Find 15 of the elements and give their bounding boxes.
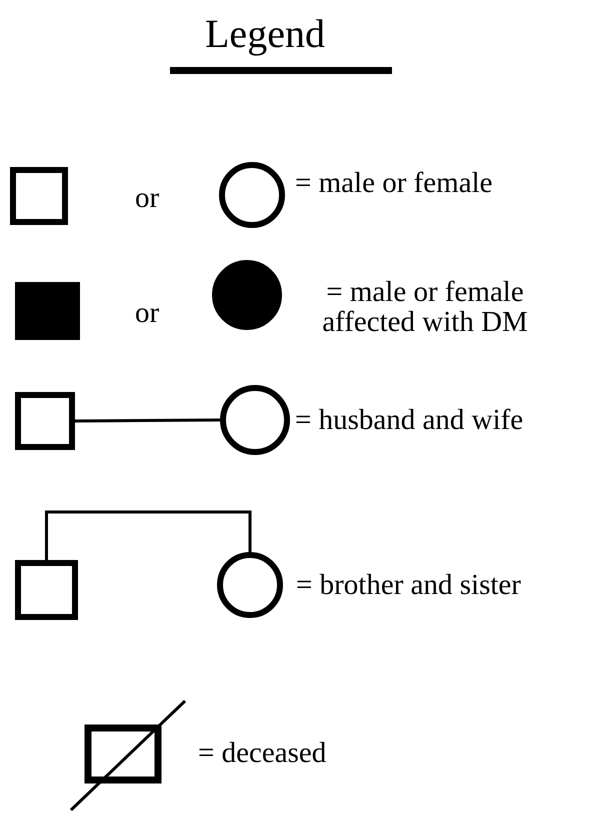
symbol-meaning: = brother and sister — [296, 570, 521, 600]
deceased-symbol — [70, 700, 186, 812]
symbol-meaning: = male or female — [295, 168, 493, 198]
symbol-meaning: = husband and wife — [295, 405, 524, 435]
symbol-meaning: = deceased — [198, 738, 326, 768]
square-symbol — [15, 560, 78, 620]
connector-line — [75, 418, 220, 422]
connector-line — [45, 510, 252, 560]
filled-square-symbol — [15, 282, 80, 340]
square-symbol — [15, 392, 75, 450]
or-text: or — [135, 298, 160, 328]
legend-title: Legend — [205, 12, 325, 56]
symbol-meaning: = male or female affected with DM — [321, 277, 529, 337]
square-symbol — [10, 167, 68, 225]
or-text: or — [135, 183, 160, 213]
